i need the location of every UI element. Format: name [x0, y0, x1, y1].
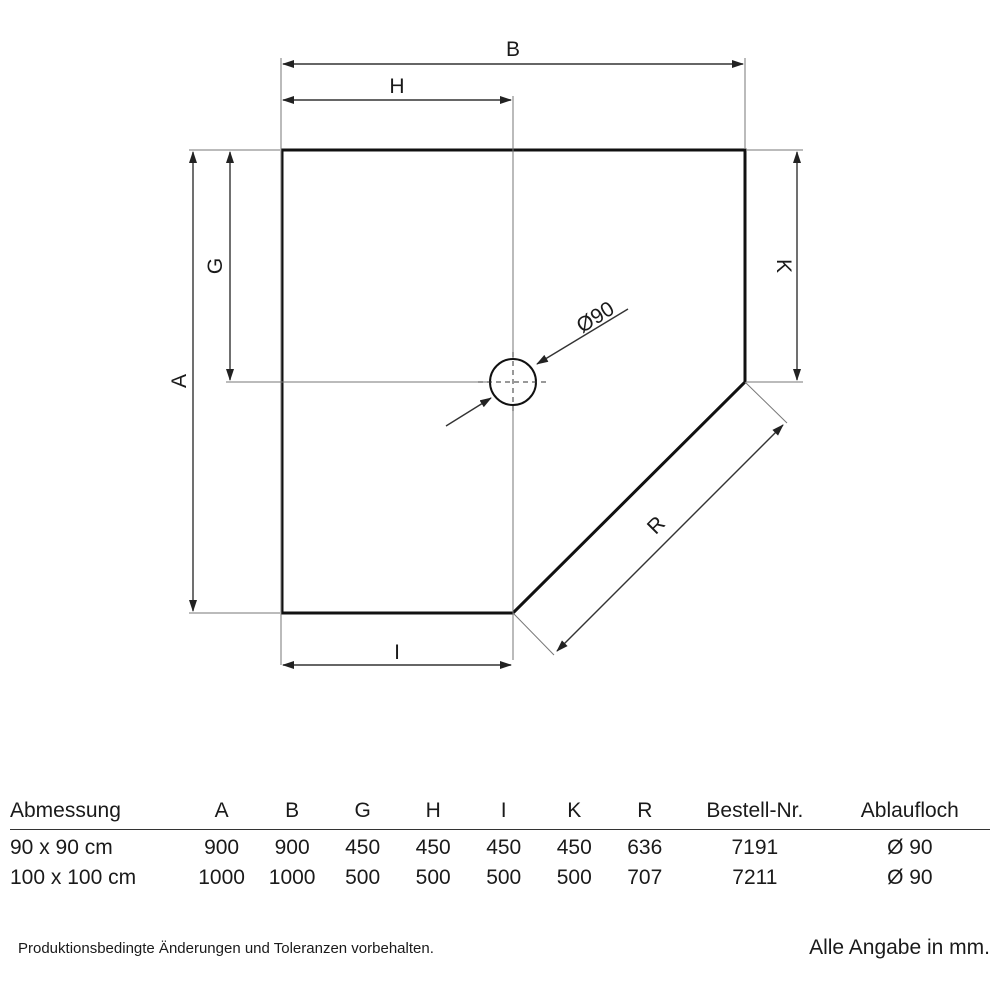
cell-ablaufloch: Ø 90 — [887, 866, 933, 889]
cell-k: 450 — [556, 836, 592, 859]
cell-bestell-nr: 7191 — [731, 836, 779, 859]
dimension-label-h: H — [389, 75, 404, 98]
dimension-table: Abmessung A B G H I K R Bestell-Nr. Abla… — [10, 795, 990, 890]
cell-g: 500 — [345, 866, 381, 889]
header-ablaufloch: Ablaufloch — [829, 795, 990, 830]
cell-h: 500 — [415, 866, 451, 889]
dimension-label-a: A — [168, 374, 191, 388]
cell-bestell-nr: 7211 — [732, 866, 778, 889]
header-b: B — [256, 795, 328, 830]
dimension-label-b: B — [506, 38, 520, 61]
dimension-label-g: G — [204, 258, 227, 274]
cell-h: 450 — [415, 836, 451, 859]
cell-abmessung: 90 x 90 cm — [10, 836, 113, 859]
cell-b: 1000 — [268, 866, 316, 889]
production-note: Produktionsbedingte Änderungen und Toler… — [18, 940, 434, 957]
cell-abmessung: 100 x 100 cm — [10, 866, 137, 889]
dimension-label-r: R — [643, 512, 670, 539]
header-abmessung: Abmessung — [10, 795, 187, 830]
extension-lines — [189, 58, 803, 665]
drain-hole — [445, 308, 629, 427]
cell-r: 636 — [627, 836, 663, 859]
cell-ablaufloch: Ø 90 — [887, 836, 933, 859]
header-g: G — [327, 795, 398, 830]
cell-i: 500 — [486, 866, 522, 889]
cell-a: 900 — [204, 836, 240, 859]
cell-b: 900 — [274, 836, 310, 859]
cell-k: 500 — [556, 866, 592, 889]
dimension-label-k: K — [772, 259, 795, 273]
header-a: A — [186, 795, 257, 830]
header-bestell-nr: Bestell-Nr. — [680, 795, 830, 830]
units-note: Alle Angabe in mm. — [809, 936, 990, 959]
table-row: 100 x 100 cm 1000 1000 500 500 500 500 7… — [10, 860, 990, 890]
header-k: K — [538, 795, 610, 830]
cell-i: 450 — [486, 836, 522, 859]
dimension-label-i: I — [394, 641, 400, 664]
drain-diameter-label: Ø90 — [573, 297, 619, 338]
header-i: I — [468, 795, 539, 830]
header-r: R — [609, 795, 681, 830]
dimension-line-r — [556, 424, 784, 652]
table-row: 90 x 90 cm 900 900 450 450 450 450 636 7… — [10, 830, 990, 861]
cell-a: 1000 — [198, 866, 245, 889]
table-header-row: Abmessung A B G H I K R Bestell-Nr. Abla… — [10, 795, 990, 830]
cell-r: 707 — [627, 866, 663, 889]
shower-tray-technical-drawing: B H A G K I R Ø90 — [168, 38, 803, 669]
cell-g: 450 — [345, 836, 381, 859]
header-h: H — [397, 795, 469, 830]
